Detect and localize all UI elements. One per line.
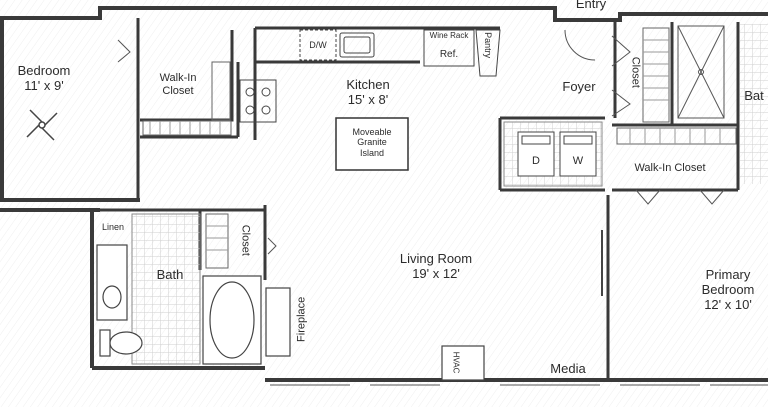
dishwasher-label: D/W	[309, 40, 327, 50]
walkin-closet-left-line1: Walk-In	[159, 72, 197, 84]
island-line3: Island	[359, 147, 385, 158]
ceiling-fan-icon	[26, 109, 58, 141]
entry-label: Entry	[575, 0, 607, 11]
kitchen-counter	[239, 29, 501, 123]
kitchen-size: 15' x 8'	[347, 91, 389, 107]
refrigerator-label: Ref.	[439, 49, 459, 60]
bath-tile	[131, 213, 201, 365]
walkin-closet-right-label: Walk-In Closet	[634, 162, 706, 174]
shelf-lines	[149, 39, 721, 251]
wine-rack-label: Wine Rack	[429, 31, 469, 40]
primary-bedroom-size: 12' x 10'	[704, 296, 752, 312]
primary-bedroom-label: Primary Bedroom 12' x 10'	[688, 267, 768, 313]
island-line2: Granite	[357, 137, 387, 148]
fireplace-label: Fireplace	[295, 296, 308, 342]
walkin-closet-left-line2: Closet	[162, 84, 194, 97]
living-room-name: Living Room	[399, 251, 473, 266]
island-label: Moveable Granite Island	[336, 127, 408, 158]
primary-bedroom-line1: Primary	[705, 267, 751, 282]
shower	[677, 25, 725, 119]
hvac-label: HVAC	[451, 351, 461, 374]
shower-tile	[740, 24, 768, 184]
media-label: Media	[550, 361, 586, 376]
foyer-label: Foyer	[562, 79, 596, 94]
primary-bedroom-line2: Bedroom	[701, 281, 755, 297]
living-room-label: Living Room 19' x 12'	[384, 251, 488, 282]
living-room-size: 19' x 12'	[412, 265, 460, 281]
hvac-unit	[441, 345, 485, 381]
laundry-machines	[517, 131, 597, 177]
island-line1: Moveable	[352, 127, 392, 137]
bedroom-size: 11' x 9'	[24, 77, 64, 93]
washer-label: W	[572, 155, 584, 167]
bedroom-label: Bedroom 11' x 9'	[4, 63, 84, 94]
kitchen-name: Kitchen	[346, 77, 390, 92]
walkin-closet-left-label: Walk-In Closet	[148, 72, 208, 97]
doors	[117, 29, 725, 255]
closet-shelves	[142, 27, 737, 269]
linen-label: Linen	[101, 222, 125, 232]
exterior-walls	[0, 6, 768, 382]
closet-foyer-label: Closet	[629, 56, 642, 88]
kitchen-label: Kitchen 15' x 8'	[332, 77, 404, 108]
dryer-label: D	[532, 155, 540, 167]
granite-island	[335, 117, 409, 171]
closet-bath-label: Closet	[239, 224, 252, 256]
pantry-label: Pantry	[483, 32, 494, 59]
bath-label: Bath	[156, 267, 184, 282]
interior-walls	[92, 18, 740, 380]
bath-right-label: Bat	[744, 88, 764, 103]
bedroom-name: Bedroom	[17, 63, 71, 78]
bath-fixtures	[96, 244, 291, 365]
